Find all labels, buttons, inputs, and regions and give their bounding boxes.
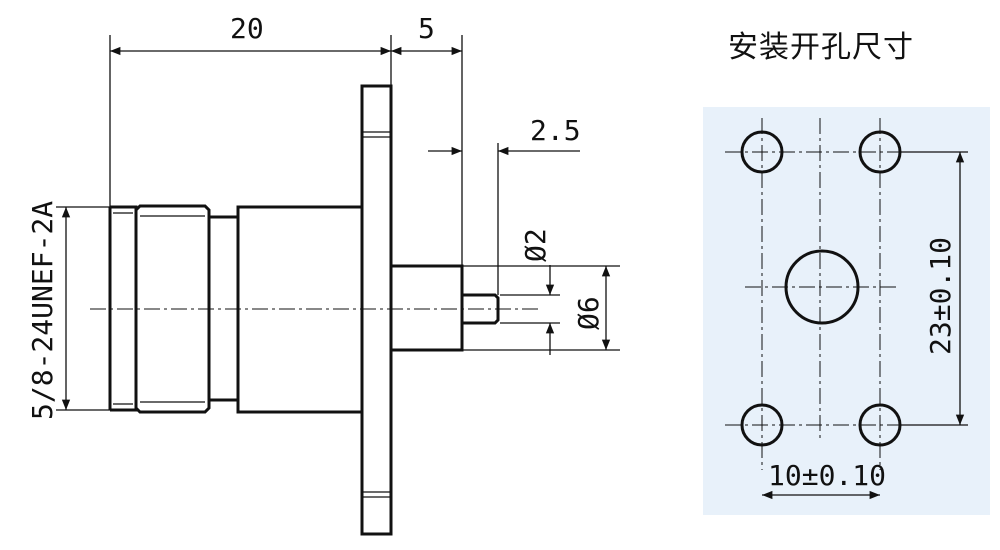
dim-d6: Ø6	[462, 265, 620, 351]
connector-side-view	[90, 84, 540, 536]
dim-10-label: 10±0.10	[768, 459, 886, 492]
cutout-background	[703, 107, 990, 515]
dim-2-5-label: 2.5	[530, 114, 581, 147]
dim-5-label: 5	[418, 12, 435, 45]
dim-d2-label: Ø2	[519, 228, 552, 262]
panel-cutout: 23±0.10 10±0.10	[703, 107, 990, 515]
dim-20: 20	[109, 12, 392, 207]
dim-d6-label: Ø6	[572, 296, 605, 330]
center-hole	[784, 249, 860, 325]
dim-thread-label: 5/8-24UNEF-2A	[26, 201, 59, 420]
cutout-title: 安装开孔尺寸	[728, 30, 914, 65]
dim-thread: 5/8-24UNEF-2A	[26, 201, 110, 420]
dim-2-5: 2.5	[428, 114, 581, 295]
mount-hole-bottom-left	[740, 403, 784, 447]
rear-shaft	[389, 264, 464, 352]
coupling-nut	[134, 204, 211, 414]
dim-d2: Ø2	[500, 228, 560, 355]
dim-5: 5	[391, 12, 463, 266]
dim-20-label: 20	[230, 12, 264, 45]
mount-hole-top-left	[740, 130, 784, 174]
flange	[360, 84, 393, 536]
dim-23-label: 23±0.10	[924, 237, 957, 355]
